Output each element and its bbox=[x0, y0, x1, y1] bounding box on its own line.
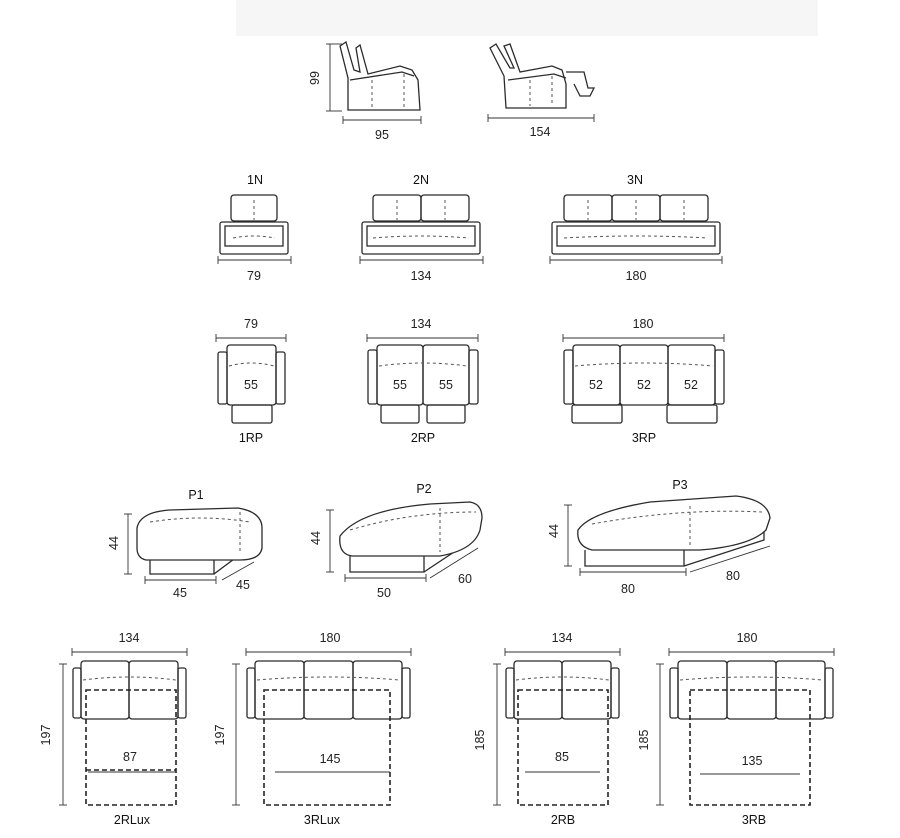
sofabed-3rlux-top-view bbox=[232, 648, 412, 806]
model-2n-width: 134 bbox=[411, 269, 432, 283]
model-3rp-seat-1: 52 bbox=[589, 378, 603, 392]
model-2n-name: 2N bbox=[413, 173, 429, 187]
model-p2-width: 50 bbox=[377, 586, 391, 600]
model-p1-width: 45 bbox=[173, 586, 187, 600]
model-2rp-seat-2: 55 bbox=[439, 378, 453, 392]
model-2rb-width: 134 bbox=[552, 631, 573, 645]
model-3rp-width: 180 bbox=[633, 317, 654, 331]
model-1n-name: 1N bbox=[247, 173, 263, 187]
model-2rb-name: 2RB bbox=[551, 813, 575, 827]
recliner-closed-side-view bbox=[326, 40, 422, 124]
recliner-open-side-view bbox=[487, 43, 596, 122]
model-p3-height: 44 bbox=[547, 524, 561, 538]
model-3n-name: 3N bbox=[627, 173, 643, 187]
model-p1-name: P1 bbox=[188, 488, 203, 502]
sofabed-2rb-top-view bbox=[493, 648, 621, 806]
recliner-closed-width-label: 95 bbox=[375, 128, 389, 142]
model-p3-depth: 80 bbox=[726, 569, 740, 583]
model-2rb-bed-width: 85 bbox=[555, 750, 569, 764]
model-1rp-seat-1: 55 bbox=[244, 378, 258, 392]
model-1rp-width: 79 bbox=[244, 317, 258, 331]
model-3rlux-bed-width: 145 bbox=[320, 752, 341, 766]
sofa-1n-front-view bbox=[217, 194, 292, 264]
recliner-height-label: 99 bbox=[308, 71, 322, 85]
model-p3-name: P3 bbox=[672, 478, 687, 492]
model-2rp-name: 2RP bbox=[411, 431, 435, 445]
sofa-2rp-top-view bbox=[366, 334, 479, 424]
model-2rlux-bed-width: 87 bbox=[123, 750, 137, 764]
sofabed-2rlux-top-view bbox=[59, 648, 188, 806]
ottoman-p3-view bbox=[564, 495, 771, 576]
model-3rb-name: 3RB bbox=[742, 813, 766, 827]
model-2rp-width: 134 bbox=[411, 317, 432, 331]
ottoman-p2-view bbox=[326, 501, 483, 582]
model-p2-height: 44 bbox=[309, 531, 323, 545]
model-p1-depth: 45 bbox=[236, 578, 250, 592]
recliner-open-width-label: 154 bbox=[530, 125, 551, 139]
model-3rp-seat-2: 52 bbox=[637, 378, 651, 392]
model-2rp-seat-1: 55 bbox=[393, 378, 407, 392]
model-p3-width: 80 bbox=[621, 582, 635, 596]
model-3rp-name: 3RP bbox=[632, 431, 656, 445]
model-3rb-bed-width: 135 bbox=[742, 754, 763, 768]
model-p2-depth: 60 bbox=[458, 572, 472, 586]
top-banner-area bbox=[236, 0, 818, 36]
model-2rb-length: 185 bbox=[473, 730, 487, 751]
model-1n-width: 79 bbox=[247, 269, 261, 283]
model-2rlux-width: 134 bbox=[119, 631, 140, 645]
model-p1-height: 44 bbox=[107, 536, 121, 550]
sofa-2n-front-view bbox=[359, 194, 484, 264]
model-2rlux-length: 197 bbox=[39, 725, 53, 746]
model-3rb-length: 185 bbox=[637, 730, 651, 751]
sofa-3n-front-view bbox=[549, 194, 723, 264]
model-p2-name: P2 bbox=[416, 482, 431, 496]
sofabed-3rb-top-view bbox=[656, 648, 835, 806]
model-3rlux-length: 197 bbox=[213, 725, 227, 746]
model-3rb-width: 180 bbox=[737, 631, 758, 645]
model-1rp-name: 1RP bbox=[239, 431, 263, 445]
model-3rlux-name: 3RLux bbox=[304, 813, 341, 827]
ottoman-p1-view bbox=[124, 507, 263, 584]
sofa-1rp-top-view bbox=[215, 334, 287, 424]
model-3n-width: 180 bbox=[626, 269, 647, 283]
model-3rp-seat-3: 52 bbox=[684, 378, 698, 392]
model-2rlux-name: 2RLux bbox=[114, 813, 151, 827]
sofa-3rp-top-view bbox=[562, 334, 725, 424]
model-3rlux-width: 180 bbox=[320, 631, 341, 645]
